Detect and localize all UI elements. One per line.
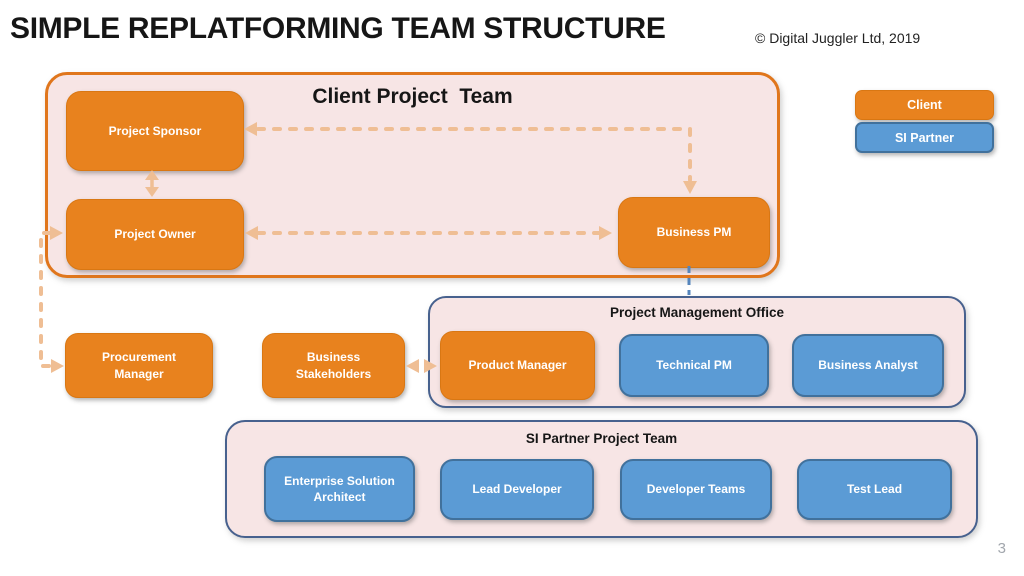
node-developer-teams: Developer Teams bbox=[620, 459, 772, 520]
node-enterprise-solution-architect: Enterprise Solution Architect bbox=[264, 456, 415, 522]
node-business-stakeholders: Business Stakeholders bbox=[262, 333, 405, 398]
node-business-analyst: Business Analyst bbox=[792, 334, 944, 397]
legend-si-partner-label: SI Partner bbox=[894, 130, 955, 145]
node-lead-developer-label: Lead Developer bbox=[472, 482, 562, 497]
group-pmo: Project Management Office Product Manage… bbox=[428, 296, 966, 408]
node-business-pm: Business PM bbox=[618, 197, 770, 268]
node-technical-pm-label: Technical PM bbox=[656, 358, 732, 373]
group-pmo-title: Project Management Office bbox=[609, 305, 785, 320]
legend-si-partner: SI Partner bbox=[855, 122, 994, 153]
group-client-project-team: Client Project Team Project Sponsor Proj… bbox=[45, 72, 780, 278]
slide-title: SIMPLE REPLATFORMING TEAM STRUCTURE bbox=[10, 12, 666, 45]
node-project-owner-label: Project Owner bbox=[114, 227, 196, 242]
legend-client: Client bbox=[855, 90, 994, 120]
node-product-manager-label: Product Manager bbox=[468, 358, 567, 373]
node-test-lead-label: Test Lead bbox=[846, 482, 903, 497]
node-developer-teams-label: Developer Teams bbox=[646, 482, 746, 497]
group-si-partner-team: SI Partner Project Team Enterprise Solut… bbox=[225, 420, 978, 538]
node-product-manager: Product Manager bbox=[440, 331, 595, 400]
node-procurement-manager-label: Procurement Manager bbox=[101, 350, 177, 381]
node-business-pm-label: Business PM bbox=[656, 225, 732, 240]
page-number: 3 bbox=[997, 540, 1006, 557]
node-business-analyst-label: Business Analyst bbox=[818, 358, 918, 373]
node-lead-developer: Lead Developer bbox=[440, 459, 594, 520]
group-si-partner-team-title: SI Partner Project Team bbox=[525, 431, 678, 446]
node-project-owner: Project Owner bbox=[66, 199, 244, 270]
node-project-sponsor: Project Sponsor bbox=[66, 91, 244, 171]
node-technical-pm: Technical PM bbox=[619, 334, 769, 397]
node-test-lead: Test Lead bbox=[797, 459, 952, 520]
group-client-project-team-title: Client Project Team bbox=[312, 85, 513, 108]
node-enterprise-solution-architect-label: Enterprise Solution Architect bbox=[284, 473, 395, 504]
node-procurement-manager: Procurement Manager bbox=[65, 333, 213, 398]
legend-client-label: Client bbox=[907, 98, 942, 112]
node-project-sponsor-label: Project Sponsor bbox=[108, 123, 202, 138]
copyright-text: © Digital Juggler Ltd, 2019 bbox=[755, 30, 921, 46]
node-business-stakeholders-label: Business Stakeholders bbox=[295, 350, 372, 381]
